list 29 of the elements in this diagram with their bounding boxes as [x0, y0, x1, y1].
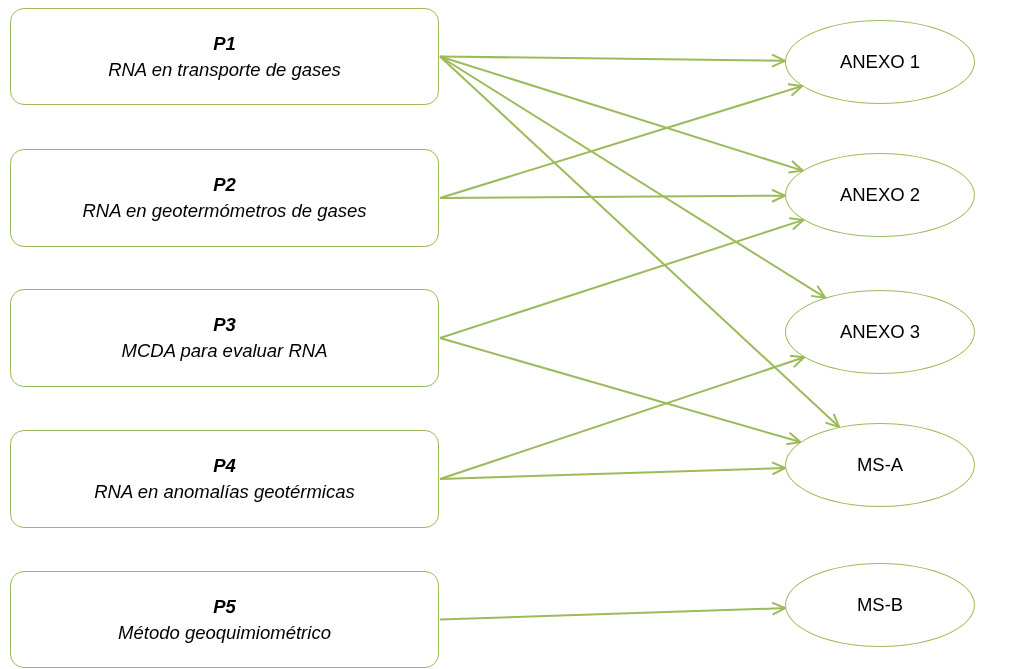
box-text: MCDA para evaluar RNA [121, 340, 328, 362]
arrow [439, 461, 787, 480]
box-text: RNA en anomalías geotérmicas [94, 481, 355, 503]
arrow [439, 55, 804, 174]
arrow [439, 83, 804, 199]
process-box [10, 8, 439, 105]
ellipse-label: ANEXO 3 [839, 321, 921, 343]
box-heading: P4 [213, 455, 236, 477]
arrow [439, 188, 786, 203]
arrow [439, 217, 805, 339]
ellipse-label: ANEXO 1 [839, 51, 921, 73]
box-text: RNA en geotermómetros de gases [82, 200, 367, 222]
box-text: RNA en transporte de gases [108, 58, 341, 81]
arrow [439, 55, 841, 429]
ellipse-label: MS-B [856, 594, 904, 616]
process-box [10, 430, 439, 528]
process-box [10, 149, 439, 247]
ellipse-label: ANEXO 2 [839, 184, 921, 206]
process-box [10, 571, 439, 668]
box-text: Método geoquimiométrico [118, 621, 331, 644]
ellipse-label: MS-A [856, 454, 904, 476]
arrow [439, 337, 802, 446]
process-box [10, 289, 439, 387]
arrow [439, 601, 787, 621]
arrow [439, 354, 806, 480]
box-heading: P3 [213, 314, 236, 336]
box-heading: P2 [213, 174, 236, 196]
box-heading: P5 [213, 595, 236, 618]
box-heading: P1 [213, 32, 236, 55]
